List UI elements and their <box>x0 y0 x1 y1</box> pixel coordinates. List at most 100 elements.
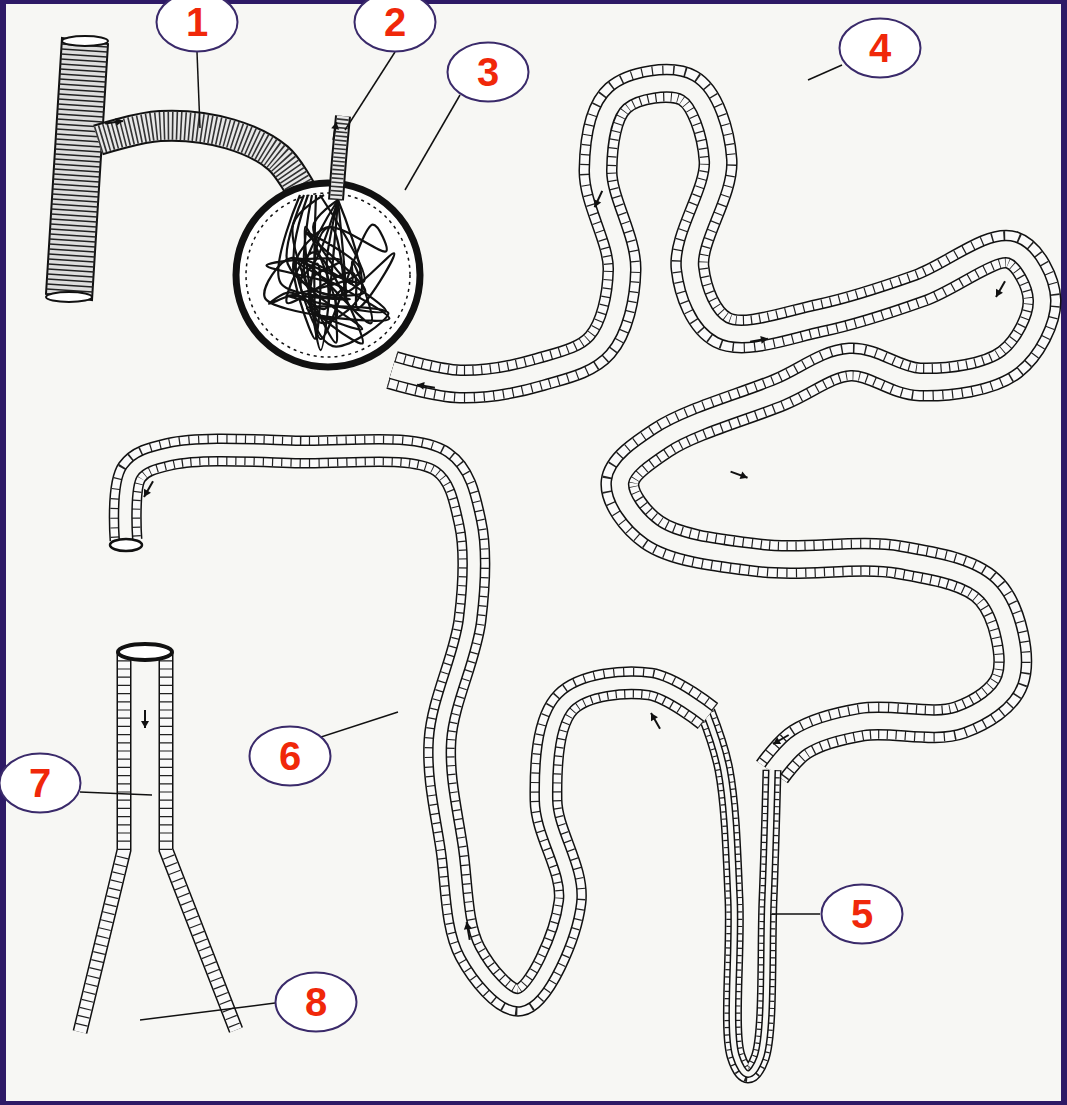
artery-stripe <box>53 184 99 187</box>
artery-stripe <box>58 99 104 102</box>
lumen-outline <box>125 450 708 1000</box>
leader-line <box>140 1003 275 1020</box>
flow-arrow <box>141 710 149 728</box>
flow-arrow <box>416 381 435 392</box>
tubule-cells <box>392 83 1042 772</box>
artery-stripe <box>60 69 106 72</box>
artery-stripe <box>59 89 105 92</box>
tubule-wall <box>392 83 1042 772</box>
lumen <box>125 450 708 1000</box>
callout-circle: 5 <box>820 883 904 945</box>
artery-stripe <box>59 94 105 97</box>
tubule-wall <box>706 712 772 1074</box>
vessel-stripes <box>98 126 302 192</box>
artery-stripe <box>59 84 105 87</box>
arrow-head <box>591 199 601 209</box>
capsule-inner <box>246 193 410 357</box>
artery-stripe <box>56 144 102 147</box>
flow-arrow <box>141 479 157 499</box>
glomerulus <box>264 195 394 350</box>
arrow-head <box>760 335 768 344</box>
tubule-wall <box>125 450 708 1000</box>
lumen <box>706 712 772 1074</box>
artery-stripe <box>56 139 102 142</box>
leader-line <box>772 913 820 915</box>
callout-number: 6 <box>279 736 301 776</box>
callout-number: 5 <box>851 894 873 934</box>
callout-circle: 3 <box>446 41 530 103</box>
leader-line <box>345 52 395 130</box>
artery-stripe <box>61 59 107 62</box>
artery-stripe <box>59 79 105 82</box>
artery-stripe <box>52 199 98 202</box>
flow-arrow <box>729 468 749 482</box>
artery-stripe <box>58 109 104 112</box>
artery-stripe <box>49 259 95 262</box>
artery-stripe <box>49 249 95 252</box>
vessel-wall <box>98 126 302 192</box>
tubule-cells <box>706 712 772 1074</box>
artery-stripe <box>48 269 94 272</box>
artery-stripe <box>47 284 93 287</box>
artery-stripe <box>50 229 96 232</box>
artery-stripe <box>54 169 100 172</box>
duct-wall <box>166 652 236 1030</box>
artery-stripe <box>52 204 98 207</box>
capsule-outer <box>236 183 420 367</box>
collecting-duct-left <box>80 652 124 1032</box>
duct-cells <box>166 652 236 1030</box>
artery-stripe <box>61 54 107 57</box>
artery-stripe <box>54 164 100 167</box>
callout-ellipse <box>0 754 81 813</box>
duct-outline <box>166 652 236 1030</box>
artery-body <box>46 38 108 300</box>
flow-arrow <box>993 279 1009 299</box>
tubule-cells <box>125 450 708 1000</box>
arrow-head <box>771 737 781 747</box>
callout-number: 1 <box>186 2 208 42</box>
callout-number: 3 <box>477 52 499 92</box>
callout-ellipse <box>840 19 921 78</box>
duct-opening <box>118 644 172 660</box>
callout-circle: 7 <box>0 752 82 814</box>
leader-line <box>405 95 460 190</box>
callout-ellipse <box>448 43 529 102</box>
vessel-fill <box>98 126 302 192</box>
flow-arrow <box>105 117 124 127</box>
bowmans-capsule <box>236 183 420 367</box>
collecting-duct-right <box>166 652 236 1030</box>
arrow-head <box>331 121 340 129</box>
callout-ellipse <box>276 973 357 1032</box>
artery-end <box>62 36 108 46</box>
artery-stripe <box>51 224 97 227</box>
callout-number: 4 <box>869 28 891 68</box>
arrow-head <box>141 721 149 728</box>
capillary-loop <box>267 195 363 343</box>
artery-stripe <box>54 174 100 177</box>
artery-stripe <box>57 114 103 117</box>
artery-end <box>46 292 92 302</box>
artery-stripe <box>52 209 98 212</box>
artery-stripe <box>61 49 107 52</box>
flow-arrow <box>648 711 664 731</box>
lumen <box>392 83 1042 772</box>
callout-number: 7 <box>29 763 51 803</box>
artery-stripe <box>55 159 101 162</box>
callout-ellipse <box>250 727 331 786</box>
arrow-head <box>115 117 123 126</box>
artery-stripe <box>50 239 96 242</box>
flow-arrow <box>749 335 768 346</box>
callout-circle: 1 <box>155 0 239 53</box>
arrow-head <box>740 472 749 482</box>
tubule-outline <box>392 83 1042 772</box>
artery-stripe <box>56 134 102 137</box>
flow-arrow <box>329 121 340 140</box>
leader-line <box>80 792 152 795</box>
artery-stripe <box>51 214 97 217</box>
tubule-outline <box>706 712 772 1074</box>
proximal-tubule <box>392 83 1042 772</box>
artery-stripe <box>48 274 94 277</box>
page-background <box>6 4 1061 1101</box>
flow-arrow <box>591 189 606 209</box>
